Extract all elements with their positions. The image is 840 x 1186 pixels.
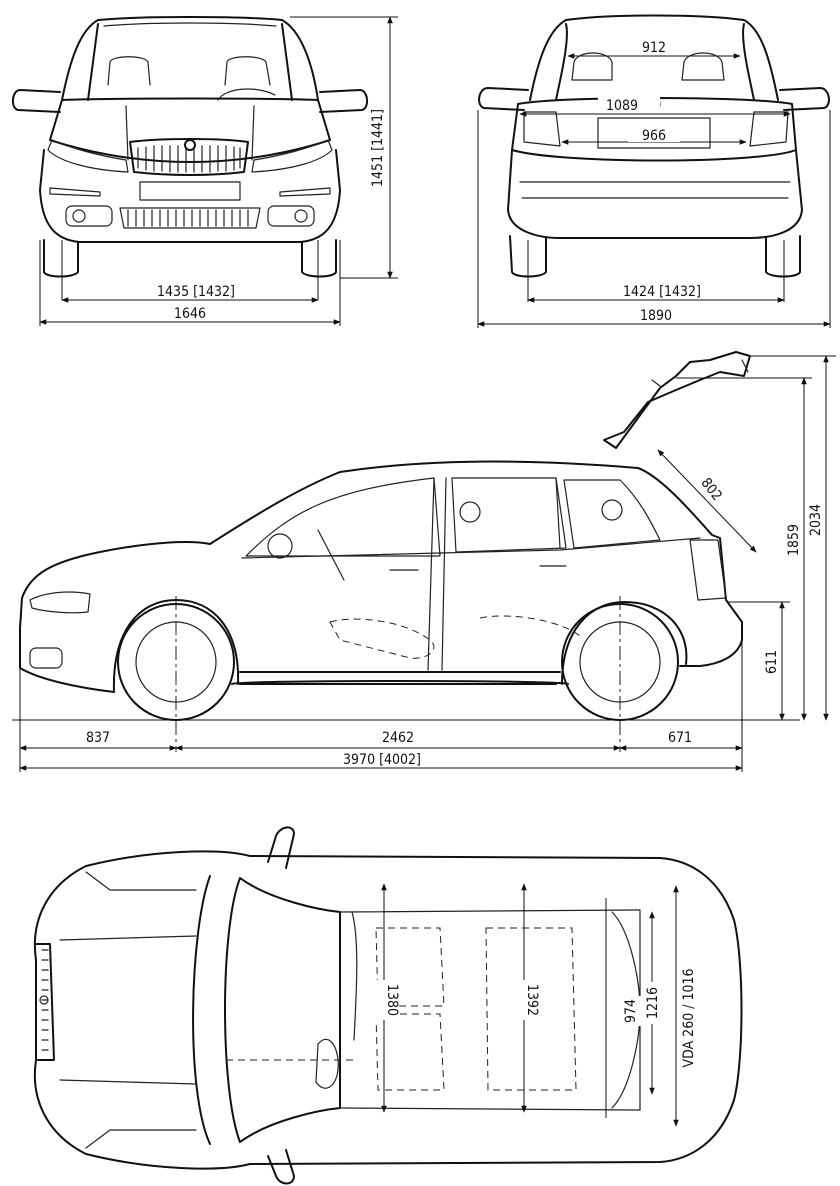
front-interior-width-label: 1380: [384, 984, 400, 1016]
wheelbase-label: 2462: [382, 730, 414, 746]
open-tailgate-height-label: 2034: [808, 504, 824, 536]
tailgate-edge-height-label: 1859: [786, 524, 802, 556]
rear-interior-width-label: 1392: [524, 984, 540, 1016]
rear-overhang-label: 671: [668, 730, 692, 746]
overall-length-label: 3970 [4002]: [343, 752, 421, 768]
tailgate-opening-label: 802: [697, 475, 724, 504]
vda-volume-label: VDA 260 / 1016: [681, 968, 697, 1067]
tailgate-width-label: 1089: [606, 98, 638, 114]
rear-width-mirrors-label: 1890: [640, 308, 672, 324]
luggage-floor-width-label: 1216: [645, 987, 661, 1019]
front-view: 1435 [1432] 1646 1451 [1441]: [12, 16, 398, 326]
front-overhang-label: 837: [86, 730, 110, 746]
side-view: 837 2462 671 3970 [4002] 802 2034 1859 6…: [12, 351, 836, 772]
vehicle-height-label: 1451 [1441]: [370, 109, 386, 187]
luggage-length-label: 974: [623, 999, 639, 1023]
loading-sill-height-label: 611: [764, 650, 780, 674]
top-view: 1380 1392 1216 974 VDA 260 / 1016: [33, 826, 743, 1185]
front-track-label: 1435 [1432]: [157, 284, 235, 300]
rear-track-label: 1424 [1432]: [623, 284, 701, 300]
rear-window-width-label: 912: [642, 40, 666, 56]
rear-view: 912 1089 966 1424 [1432] 1890: [477, 14, 831, 328]
opening-width-label: 966: [642, 128, 666, 144]
front-overall-width-label: 1646: [174, 306, 206, 322]
